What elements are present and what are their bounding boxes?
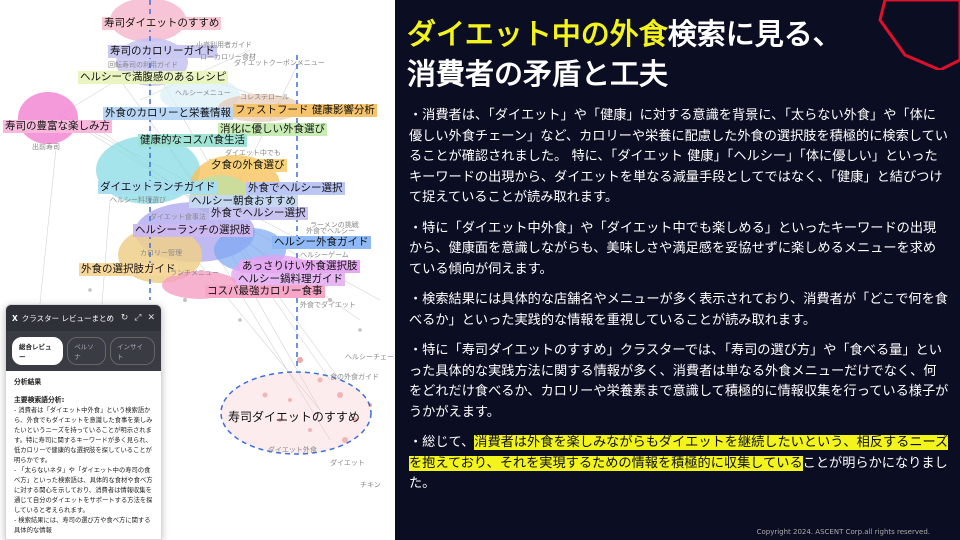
cluster-label-cost-health[interactable]: 健康的なコスパ食生活 <box>138 134 247 147</box>
minor-label: ヘルシー料理選び <box>110 196 166 204</box>
cluster-label-sushi-enjoy[interactable]: 寿司の豊富な楽しみ方 <box>3 120 112 133</box>
refresh-icon[interactable]: ↻ <box>120 313 129 323</box>
copyright-text: Copyright 2024. ASCENT Corp.all rights r… <box>756 528 930 536</box>
cluster-label-fastfood[interactable]: ファストフード 健康影響分析 <box>233 104 377 117</box>
minor-label: 外食でダイエット <box>300 301 356 309</box>
cluster-label-hotpot[interactable]: ヘルシー鍋料理ガイド <box>236 273 345 286</box>
minor-label: 出前寿司 <box>32 143 60 151</box>
panel-tab-bar: 総合レビュー ペルソナ インサイト <box>6 331 161 371</box>
panel-body[interactable]: 分析結果 主要検索語分析: - 消費者は「ダイエット中外食」という検索語から、外… <box>6 371 161 539</box>
bullet-item: ・特に「ダイエット中外食」や「ダイエット中でも楽しめる」といったキーワードの出現… <box>409 220 937 277</box>
minor-label: ヘルシーメニュー <box>175 89 231 97</box>
title-rest: 検索に見る、 <box>667 17 842 51</box>
panel-title: クラスター レビューまとめ <box>21 313 115 323</box>
cluster-label-healthy-breakfast[interactable]: ヘルシー朝食おすすめ <box>189 195 298 208</box>
cluster-label-dinner[interactable]: 夕食の外食選び <box>209 159 287 172</box>
title-highlight: ダイエット中の外食 <box>407 17 668 51</box>
title-line2: 消費者の矛盾と工夫 <box>407 57 669 91</box>
selected-cluster-label[interactable]: 寿司ダイエットのすすめ <box>228 410 360 424</box>
minor-label: 小売利用者ガイド <box>196 41 252 49</box>
x-logo-icon: X <box>12 313 18 323</box>
minor-label: 食の外食ガイド <box>330 373 379 381</box>
panel-header[interactable]: X クラスター レビューまとめ ↻ ⤢ ✕ <box>6 305 161 331</box>
minor-label: カロリー管理 <box>140 249 182 257</box>
minor-label: ダイエット <box>330 459 365 467</box>
selected-cluster-outline[interactable] <box>220 371 372 455</box>
cluster-label-sushi-calorie[interactable]: 寿司のカロリーガイド <box>108 45 217 58</box>
panel-section-title: 分析結果 <box>14 378 42 386</box>
cluster-label-cost-calorie[interactable]: コスパ最強カロリー食事 <box>205 285 325 298</box>
bullet-item: ・消費者は、「ダイエット」や「健康」に対する意識を背景に、「太らない外食」や「体… <box>409 108 948 205</box>
cluster-label-sushi-diet[interactable]: 寿司ダイエットのすすめ <box>102 17 222 30</box>
expand-icon[interactable]: ⤢ <box>134 313 142 323</box>
bullet-item-conclusion: ・総じて、消費者は外食を楽しみながらもダイエットを継続したいという、相反するニー… <box>409 435 949 491</box>
panel-body-text: - 消費者は「ダイエット中外食」という検索語から、外食でもダイエットを意識した食… <box>14 407 153 534</box>
minor-label: ダイエット外食 <box>268 446 317 454</box>
slide-title: ダイエット中の外食検索に見る、 消費者の矛盾と工夫 <box>407 14 842 94</box>
minor-label: ダイエットクーポンメニュー <box>234 59 325 67</box>
cluster-label-healthy-eatout[interactable]: ヘルシー外食ガイド <box>272 236 371 249</box>
cluster-label-healthy-choice-2[interactable]: 外食でヘルシー選択 <box>209 207 308 220</box>
minor-label: ラーメンの挑戦 <box>310 221 359 229</box>
cluster-review-panel: X クラスター レビューまとめ ↻ ⤢ ✕ 総合レビュー ペルソナ インサイト … <box>5 304 162 540</box>
minor-label: 回転寿司の利用ガイド <box>108 61 178 69</box>
cluster-network-map[interactable]: 寿司ダイエットのすすめ 寿司のカロリーガイド ヘルシーで満腹感のあるレシピ 外食… <box>0 0 395 540</box>
cluster-label-diet-lunch[interactable]: ダイエットランチガイド <box>98 181 218 194</box>
tab-insight[interactable]: インサイト <box>110 337 155 365</box>
close-icon[interactable]: ✕ <box>147 313 155 323</box>
cluster-label-digest-friendly[interactable]: 消化に優しい外食選び <box>218 123 327 136</box>
cluster-label-healthy-choice-1[interactable]: 外食でヘルシー選択 <box>246 182 345 195</box>
minor-label: ランチメニュー <box>170 269 219 277</box>
cluster-label-light-options[interactable]: あっさりけい外食選択肢 <box>240 260 360 273</box>
tab-summary-review[interactable]: 総合レビュー <box>12 337 64 365</box>
bullet-list: ・消費者は、「ダイエット」や「健康」に対する意識を背景に、「太らない外食」や「体… <box>409 106 949 505</box>
cluster-label-eatout-calorie[interactable]: 外食のカロリーと栄養情報 <box>103 107 233 120</box>
panel-sub-title: 主要検索語分析: <box>14 396 65 404</box>
minor-label: ダイエット中でも <box>225 149 281 157</box>
corner-hexagon-decoration <box>878 0 960 70</box>
cluster-label-healthy-recipe[interactable]: ヘルシーで満腹感のあるレシピ <box>78 71 229 84</box>
slide-text-pane: ダイエット中の外食検索に見る、 消費者の矛盾と工夫 ・消費者は、「ダイエット」や… <box>395 0 960 540</box>
minor-label: 外食でヘルシー <box>306 227 355 235</box>
minor-label: ダイエット食事法 <box>150 213 206 221</box>
minor-label: ローカロリー食材 <box>200 53 256 61</box>
bullet-item: ・特に「寿司ダイエットのすすめ」クラスターでは、「寿司の選び方」や「食べる量」と… <box>409 343 949 420</box>
bullet-item: ・検索結果には具体的な店舗名やメニューが多く表示されており、消費者が「どこで何を… <box>409 292 948 328</box>
minor-label: ヘルシーゲーム <box>300 251 349 259</box>
minor-label: チキン <box>360 481 381 489</box>
cluster-label-eatout-options[interactable]: 外食の選択肢ガイド <box>79 263 178 276</box>
minor-label: コレステロール <box>240 93 289 101</box>
minor-label: ヘルシーチェーン <box>345 353 395 361</box>
cluster-label-healthy-lunch[interactable]: ヘルシーランチの選択肢 <box>133 224 253 237</box>
tab-persona[interactable]: ペルソナ <box>67 337 106 365</box>
